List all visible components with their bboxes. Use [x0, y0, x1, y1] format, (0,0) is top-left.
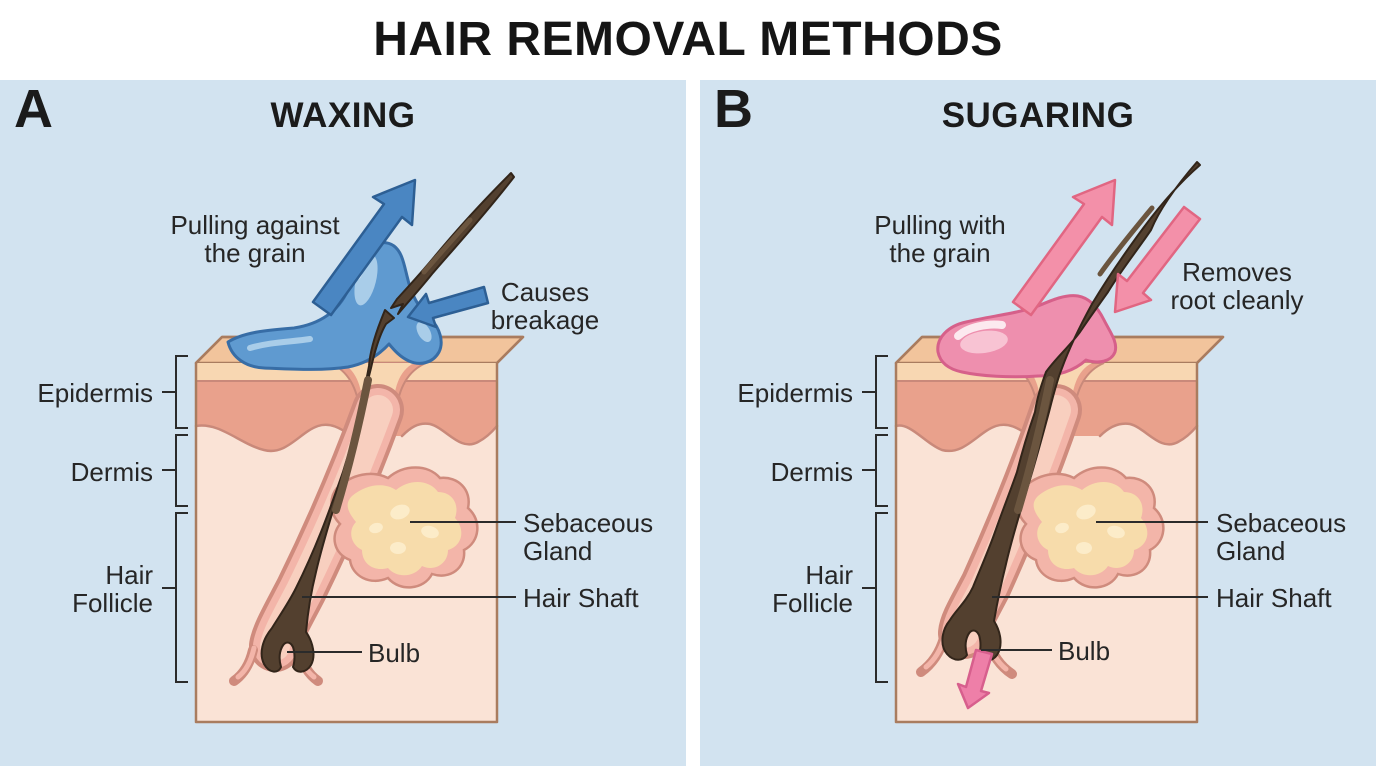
- dermis-label: Dermis: [70, 457, 153, 487]
- annotation-lines: [862, 355, 1208, 683]
- epidermis-layer: [196, 381, 497, 451]
- panel-waxing: A WAXING Pulling against the grain Cause…: [0, 80, 686, 766]
- bulb-label: Bulb: [1058, 636, 1111, 666]
- root-extraction-arrow: [956, 648, 994, 710]
- dermis-label: Dermis: [770, 457, 853, 487]
- breakage-arrow: [406, 285, 490, 329]
- sebaceous-gland: [1016, 466, 1165, 589]
- panel-sugaring: B SUGARING Pulling with the grain Remove…: [700, 80, 1376, 766]
- hair-follicle-label: Hair Follicle: [72, 560, 153, 618]
- epidermis-bracket: [162, 355, 188, 429]
- epidermis-label: Epidermis: [37, 378, 153, 408]
- dermis-bracket: [162, 434, 188, 507]
- panel-title: SUGARING: [941, 96, 1135, 135]
- sebaceous-gland-label: Sebaceous Gland: [523, 508, 654, 566]
- hair-follicle-label: Hair Follicle: [772, 560, 853, 618]
- annotation-lines: [162, 355, 516, 683]
- hair-shaft-label: Hair Shaft: [523, 583, 639, 613]
- effect-label: Removes root cleanly: [1170, 257, 1304, 315]
- broken-hair-root: [260, 309, 395, 673]
- sugaring-illustration: [862, 161, 1225, 724]
- pull-direction-label: Pulling against the grain: [170, 210, 340, 268]
- intact-hair: [941, 161, 1201, 662]
- hair-follicle-bracket: [162, 512, 188, 683]
- hair-shaft-label: Hair Shaft: [1216, 583, 1332, 613]
- skin-block-outline: [194, 335, 525, 724]
- sebaceous-gland: [330, 466, 479, 589]
- dermis-bracket: [862, 434, 888, 507]
- bulb-label: Bulb: [368, 638, 421, 668]
- sugar-paste-blob: [936, 294, 1118, 379]
- epidermis-label: Epidermis: [737, 378, 853, 408]
- broken-hair-shaft: [390, 172, 515, 315]
- header: HAIR REMOVAL METHODS: [0, 0, 1376, 80]
- panel-divider: [686, 80, 700, 768]
- pull-direction-arrow: [311, 178, 417, 317]
- epidermis-bracket: [862, 355, 888, 429]
- page-title: HAIR REMOVAL METHODS: [373, 13, 1003, 66]
- sebaceous-gland-label: Sebaceous Gland: [1216, 508, 1347, 566]
- effect-label: Causes breakage: [490, 277, 600, 335]
- panel-title: WAXING: [270, 96, 416, 135]
- waxing-illustration: [162, 172, 525, 724]
- hair-follicle-bracket: [862, 512, 888, 683]
- pull-direction-label: Pulling with the grain: [874, 210, 1006, 268]
- panel-letter: B: [714, 80, 753, 139]
- pull-direction-arrow: [1011, 178, 1117, 317]
- panel-letter: A: [14, 80, 53, 139]
- skin-block-outline: [894, 335, 1225, 724]
- removal-arrow: [1113, 205, 1202, 314]
